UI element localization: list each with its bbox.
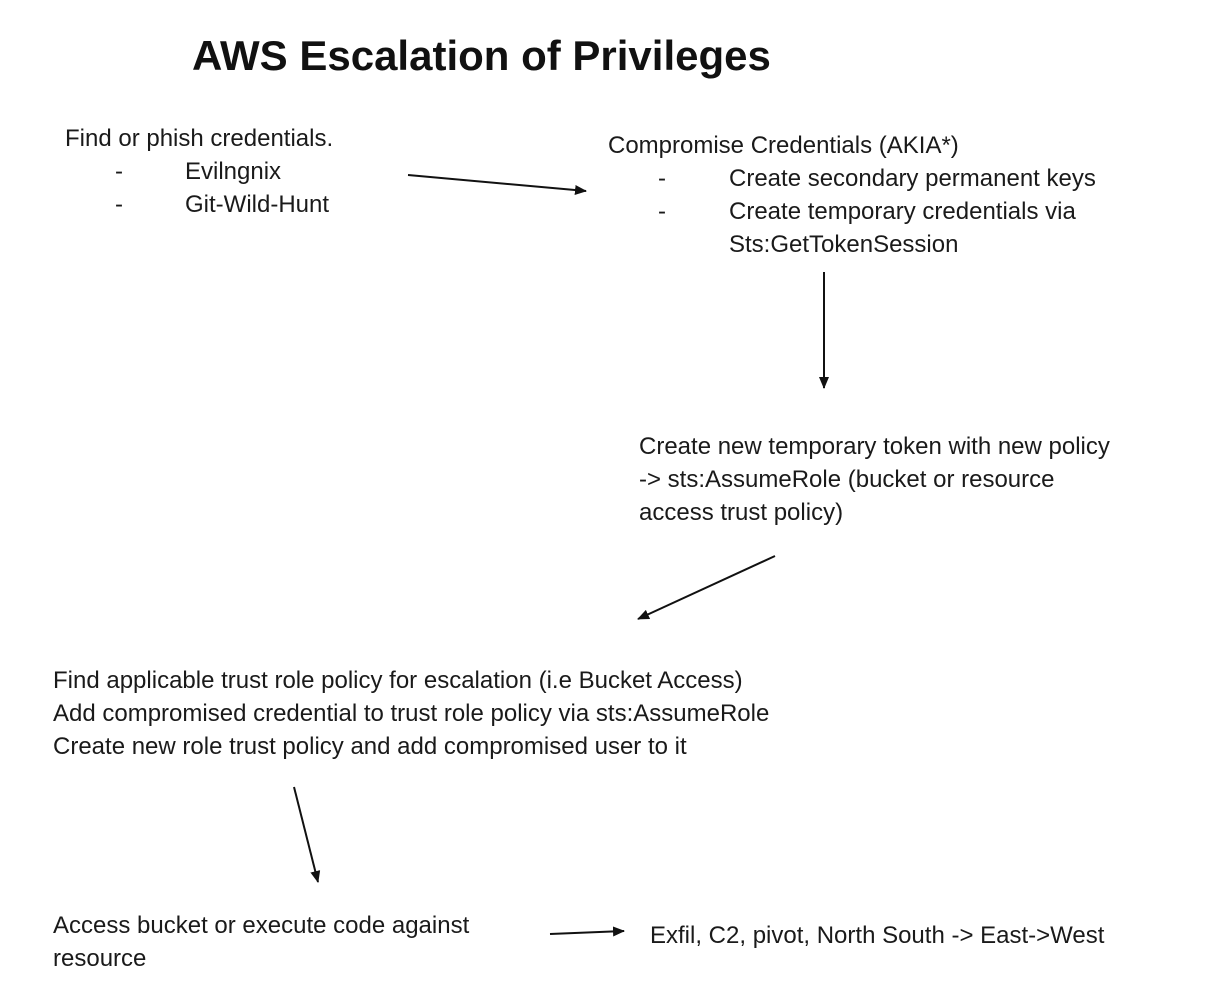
bullet-item: - Create secondary permanent keys bbox=[608, 162, 1096, 195]
node-exfil: Exfil, C2, pivot, North South -> East->W… bbox=[650, 922, 1105, 949]
node-access-bucket: Access bucket or execute code against re… bbox=[53, 909, 469, 975]
node-line: Add compromised credential to trust role… bbox=[53, 700, 770, 727]
bullet-text: Git-Wild-Hunt bbox=[185, 191, 330, 218]
bullet-dash: - bbox=[658, 165, 666, 192]
node-find-credentials: Find or phish credentials. - Evilngnix -… bbox=[65, 122, 333, 221]
node-heading: Compromise Credentials (AKIA*) bbox=[608, 132, 959, 159]
diagram-title: AWS Escalation of Privileges bbox=[192, 32, 771, 79]
node-line: -> sts:AssumeRole (bucket or resource bbox=[639, 466, 1055, 493]
arrow-token-to-trust-role bbox=[637, 555, 776, 620]
arrow-trust-role-to-access bbox=[293, 786, 321, 883]
node-temporary-token: Create new temporary token with new poli… bbox=[639, 430, 1110, 529]
bullet-continuation: Sts:GetTokenSession bbox=[608, 228, 1096, 261]
node-line: Access bucket or execute code against bbox=[53, 912, 470, 939]
bullet-text: Sts:GetTokenSession bbox=[729, 231, 959, 258]
node-trust-role-policy: Find applicable trust role policy for es… bbox=[53, 664, 769, 763]
bullet-item: - Git-Wild-Hunt bbox=[65, 188, 333, 221]
bullet-dash: - bbox=[115, 191, 123, 218]
node-heading: Find or phish credentials. bbox=[65, 125, 334, 152]
node-line: Create new temporary token with new poli… bbox=[639, 433, 1110, 460]
node-line: access trust policy) bbox=[639, 499, 844, 526]
node-line: resource bbox=[53, 945, 147, 972]
bullet-text: Create temporary credentials via bbox=[729, 198, 1076, 225]
node-compromise-credentials: Compromise Credentials (AKIA*) - Create … bbox=[608, 129, 1096, 261]
arrow-access-to-exfil bbox=[549, 926, 625, 937]
node-line: Create new role trust policy and add com… bbox=[53, 733, 687, 760]
node-line: Find applicable trust role policy for es… bbox=[53, 667, 743, 694]
bullet-item: - Create temporary credentials via bbox=[608, 195, 1096, 228]
arrow-find-to-compromise bbox=[407, 174, 587, 195]
bullet-item: - Evilngnix bbox=[65, 155, 333, 188]
bullet-dash: - bbox=[115, 158, 123, 185]
bullet-text: Create secondary permanent keys bbox=[729, 165, 1096, 192]
bullet-dash: - bbox=[658, 198, 666, 225]
bullet-text: Evilngnix bbox=[185, 158, 282, 185]
